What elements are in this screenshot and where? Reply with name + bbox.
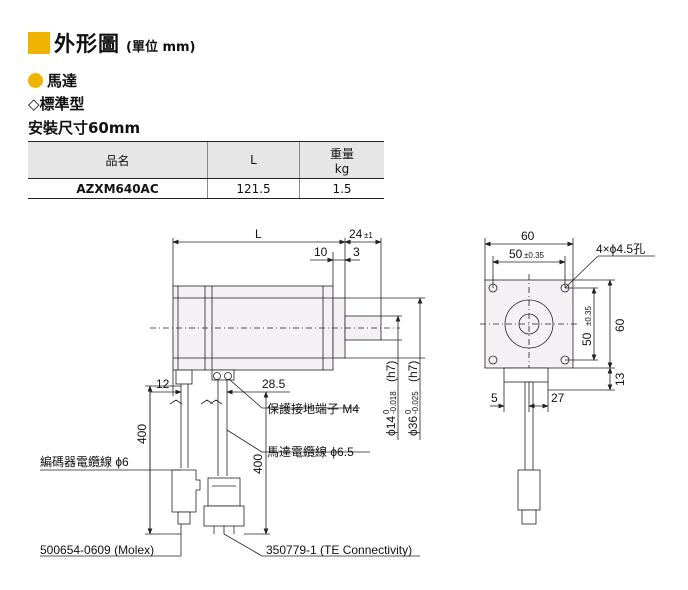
dim-phi14-tol-b: -0.018 <box>389 391 398 414</box>
motor-body-side <box>150 285 400 371</box>
dim-28-5: 28.5 <box>262 377 286 391</box>
motor-connector-label: 350779-1 (TE Connectivity) <box>266 543 412 557</box>
type-label: ◇標準型 <box>28 95 85 113</box>
dim-phi14-fit: (h7) <box>384 361 398 382</box>
cell-weight: 1.5 <box>299 178 384 199</box>
dim-5: 5 <box>491 391 498 405</box>
dim-24-tol: ±1 <box>364 231 373 240</box>
dim-50-side: 50 <box>580 332 594 346</box>
encoder-cable-label: 編碼器電纜線 ϕ6 <box>40 454 129 469</box>
holes-label: 4×ϕ4.5孔 <box>596 242 645 256</box>
motor-heading: 馬達 <box>28 70 77 91</box>
dim-13: 13 <box>613 372 627 386</box>
cell-model: AZXM640AC <box>28 178 208 199</box>
table-row: AZXM640AC 121.5 1.5 <box>28 178 384 199</box>
dim-400-motor: 400 <box>251 454 265 474</box>
dim-phi14: ϕ14 <box>384 416 398 436</box>
dim-60-top: 60 <box>521 229 535 243</box>
dim-50-side-tol: ±0.35 <box>584 305 593 326</box>
ground-terminal-label: 保護接地端子 M4 <box>267 401 359 416</box>
dim-24: 24 <box>349 227 363 241</box>
dim-3: 3 <box>353 245 360 259</box>
motor-label: 馬達 <box>47 72 78 90</box>
header-model: 品名 <box>28 141 208 179</box>
cell-length: 121.5 <box>207 178 300 199</box>
dim-phi36-fit: (h7) <box>406 361 420 382</box>
dim-phi36-tol-b: -0.025 <box>411 391 420 414</box>
header-length: L <box>207 141 300 179</box>
encoder-cable <box>171 369 201 525</box>
dim-12: 12 <box>156 377 170 391</box>
motor-cable-label: 馬達電纜線 ϕ6.5 <box>267 444 354 459</box>
motor-front-view <box>480 274 578 525</box>
dim-10: 10 <box>314 245 328 259</box>
bullet-dot <box>28 73 43 88</box>
dim-phi14-tol-a: 0 <box>382 409 391 414</box>
dim-50-top: 50 <box>509 247 523 261</box>
section-header: 外形圖 (單位 mm) <box>28 30 196 56</box>
unit-label: (單位 mm) <box>126 39 196 55</box>
dim-phi36-tol-a: 0 <box>404 409 413 414</box>
dim-L: L <box>255 227 262 241</box>
dim-400-encoder: 400 <box>135 424 149 444</box>
accent-square <box>28 32 50 54</box>
motor-cable <box>203 369 245 534</box>
dim-60-side: 60 <box>613 318 627 332</box>
page-title: 外形圖 <box>54 32 120 56</box>
dim-27: 27 <box>551 391 565 405</box>
size-label: 安裝尺寸60mm <box>28 119 141 137</box>
ground-screw-icon <box>213 372 221 380</box>
dim-phi36: ϕ36 <box>406 416 420 436</box>
dim-50-top-tol: ±0.35 <box>524 251 545 260</box>
encoder-connector-label: 500654-0609 (Molex) <box>40 543 154 557</box>
